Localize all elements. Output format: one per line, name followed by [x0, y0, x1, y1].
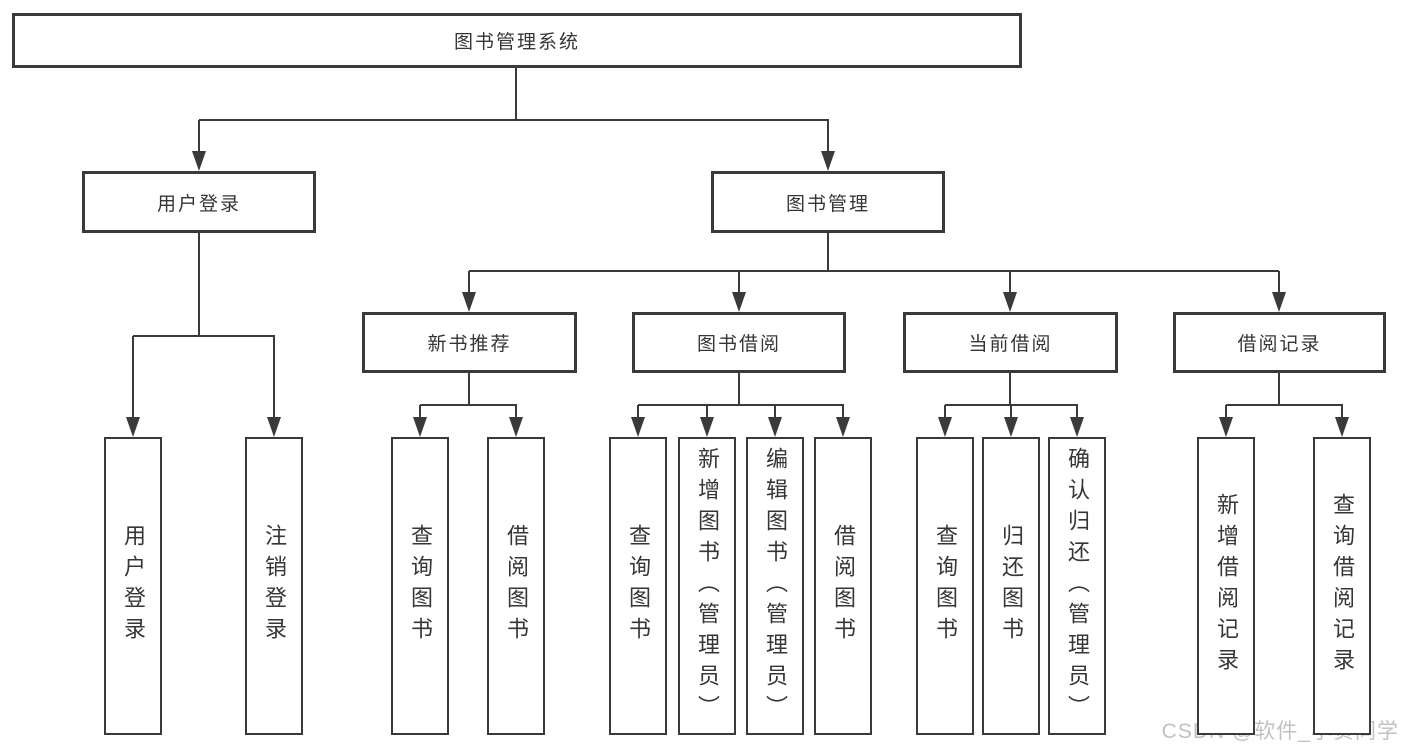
node-label: 当前借阅: [968, 334, 1053, 355]
node-edit-books-admin: 编辑图书（管理员）: [746, 437, 804, 735]
connector-arrowhead: [126, 417, 140, 437]
connector-line: [420, 404, 517, 406]
node-current-borrowing: 当前借阅: [903, 312, 1118, 373]
node-label: 新增借阅记录: [1214, 493, 1239, 679]
node-label: 图书借阅: [696, 334, 781, 355]
node-label: 用户登录: [121, 524, 146, 648]
connector-line: [515, 68, 517, 121]
connector-line: [842, 405, 844, 419]
node-label: 编辑图书（管理员）: [763, 446, 788, 726]
node-label: 借阅记录: [1237, 334, 1322, 355]
connector-arrowhead: [192, 151, 206, 171]
node-add-borrow-record: 新增借阅记录: [1197, 437, 1255, 735]
connector-line: [419, 405, 421, 419]
node-label: 查询图书: [408, 524, 433, 648]
node-recommend-query-books: 查询图书: [391, 437, 449, 735]
connector-line: [132, 336, 134, 419]
connector-arrowhead: [1070, 417, 1084, 437]
node-logout: 注销登录: [245, 437, 303, 735]
connector-line: [827, 120, 829, 154]
connector-line: [469, 270, 1279, 272]
connector-line: [1009, 271, 1011, 294]
node-label: 用户登录: [156, 193, 241, 215]
node-library-system: 图书管理系统: [12, 13, 1022, 68]
connector-line: [468, 271, 470, 294]
connector-arrowhead: [413, 417, 427, 437]
node-recommend-borrow-books: 借阅图书: [487, 437, 545, 735]
connector-arrowhead: [768, 417, 782, 437]
node-label: 新书推荐: [427, 334, 512, 355]
node-add-books-admin: 新增图书（管理员）: [678, 437, 736, 735]
node-user-login: 用户登录: [82, 171, 316, 233]
node-query-borrow-record: 查询借阅记录: [1313, 437, 1371, 735]
node-user-login-leaf: 用户登录: [104, 437, 162, 735]
connector-line: [738, 373, 740, 406]
node-new-book-recommend: 新书推荐: [362, 312, 577, 373]
connector-arrowhead: [836, 417, 850, 437]
node-borrow-query-books: 查询图书: [609, 437, 667, 735]
connector-line: [944, 405, 946, 419]
connector-line: [1009, 373, 1011, 406]
connector-line: [273, 336, 275, 419]
node-label: 查询借阅记录: [1330, 493, 1355, 679]
node-confirm-return-admin: 确认归还（管理员）: [1048, 437, 1106, 735]
connector-line: [515, 405, 517, 419]
connector-arrowhead: [1003, 292, 1017, 312]
node-label: 借阅图书: [831, 524, 856, 648]
connector-line: [198, 120, 200, 154]
node-label: 归还图书: [999, 524, 1024, 648]
connector-arrowhead: [1219, 417, 1233, 437]
connector-line: [468, 373, 470, 406]
connector-arrowhead: [509, 417, 523, 437]
connector-line: [1278, 373, 1280, 406]
connector-line: [1076, 405, 1078, 419]
connector-arrowhead: [1272, 292, 1286, 312]
node-label: 图书管理: [785, 193, 870, 215]
connector-arrowhead: [732, 292, 746, 312]
node-label: 借阅图书: [504, 524, 529, 648]
connector-arrowhead: [631, 417, 645, 437]
node-book-borrowing: 图书借阅: [632, 312, 846, 373]
node-label: 查询图书: [933, 524, 958, 648]
connector-line: [1341, 405, 1343, 419]
node-book-management: 图书管理: [711, 171, 945, 233]
connector-line: [1010, 405, 1012, 419]
connector-line: [774, 405, 776, 419]
connector-arrowhead: [462, 292, 476, 312]
node-return-books: 归还图书: [982, 437, 1040, 735]
connector-line: [198, 233, 200, 337]
connector-line: [1278, 271, 1280, 294]
node-current-query-books: 查询图书: [916, 437, 974, 735]
connector-line: [199, 119, 829, 121]
connector-arrowhead: [1004, 417, 1018, 437]
connector-arrowhead: [938, 417, 952, 437]
connector-arrowhead: [700, 417, 714, 437]
node-label: 图书管理系统: [453, 32, 580, 53]
connector-line: [738, 271, 740, 294]
connector-line: [133, 335, 275, 337]
connector-line: [1226, 404, 1343, 406]
node-label: 注销登录: [262, 524, 287, 648]
connector-line: [637, 405, 639, 419]
node-label: 新增图书（管理员）: [695, 446, 720, 726]
connector-line: [638, 404, 844, 406]
connector-line: [706, 405, 708, 419]
node-borrowing-records: 借阅记录: [1173, 312, 1386, 373]
connector-arrowhead: [821, 151, 835, 171]
node-borrow-borrow-books: 借阅图书: [814, 437, 872, 735]
node-label: 查询图书: [626, 524, 651, 648]
connector-line: [1225, 405, 1227, 419]
connector-arrowhead: [1335, 417, 1349, 437]
connector-arrowhead: [267, 417, 281, 437]
connector-line: [827, 233, 829, 272]
node-label: 确认归还（管理员）: [1065, 446, 1090, 726]
